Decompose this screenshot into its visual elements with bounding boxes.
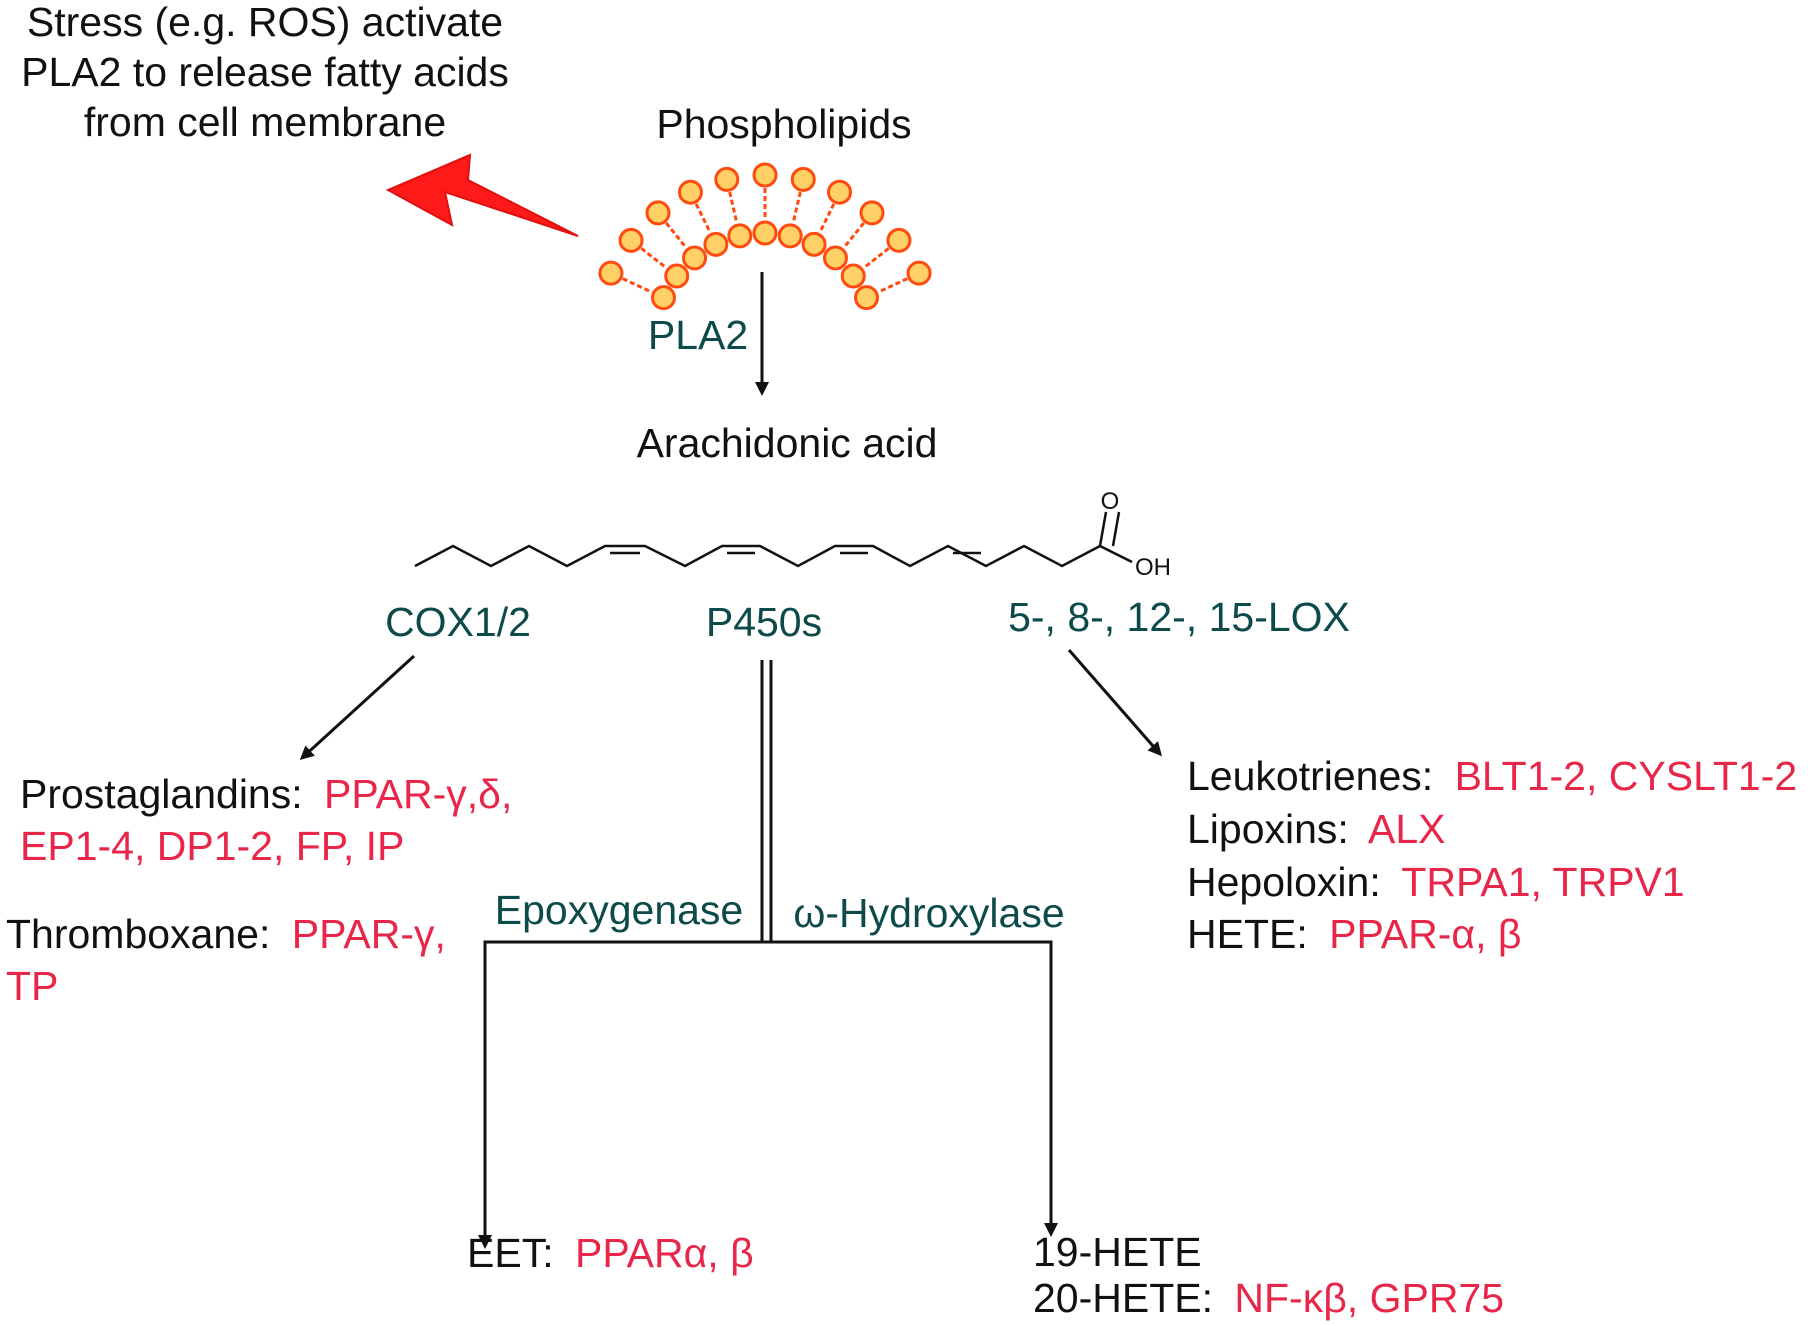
lipid-tail bbox=[877, 277, 908, 294]
hete-name: HETE: bbox=[1187, 911, 1308, 957]
lipid-head bbox=[703, 231, 729, 257]
lox-arrow bbox=[1067, 649, 1162, 757]
hete-19-label: 19-HETE bbox=[1033, 1229, 1202, 1275]
prostaglandins-receptors-2: EP1-4, DP1-2, FP, IP bbox=[20, 823, 404, 869]
enzyme-lox-label: 5-, 8-, 12-, 15-LOX bbox=[1008, 594, 1350, 640]
lipid-head bbox=[859, 200, 885, 226]
stress-note-line-2: PLA2 to release fatty acids bbox=[21, 49, 509, 95]
lipid-head bbox=[752, 162, 778, 188]
prostaglandins-receptors-1: PPAR-γ,δ, bbox=[324, 771, 512, 817]
lipid-head bbox=[618, 227, 644, 253]
lipid-head bbox=[714, 166, 740, 192]
prostaglandins-entry: Prostaglandins: PPAR-γ,δ, EP1-4, DP1-2, … bbox=[20, 771, 512, 869]
lipid-head bbox=[682, 245, 708, 271]
thromboxane-name: Thromboxane: bbox=[6, 911, 270, 957]
enzyme-p450-label: P450s bbox=[706, 599, 822, 645]
lipid-head bbox=[854, 285, 880, 311]
phospholipid-bilayer-icon bbox=[598, 162, 932, 311]
lipid-tail bbox=[818, 203, 836, 234]
prostaglandins-name: Prostaglandins: bbox=[20, 771, 303, 817]
lightning-bolt-icon bbox=[385, 153, 579, 237]
lipid-head bbox=[801, 231, 827, 257]
lipid-head bbox=[827, 179, 853, 205]
hydroxyl-label: OH bbox=[1135, 554, 1171, 581]
lipid-tail bbox=[862, 247, 890, 270]
lipid-tail bbox=[842, 222, 865, 249]
hydroxylase-label: ω-Hydroxylase bbox=[793, 890, 1064, 936]
lipid-head bbox=[777, 223, 803, 249]
lipoxins-receptors: ALX bbox=[1368, 806, 1446, 852]
svg-text:Prostaglandins: PPAR-γ,δ: Prostaglandins: PPAR-γ,δ, bbox=[20, 771, 512, 817]
pla2-label: PLA2 bbox=[648, 312, 748, 358]
lipid-head bbox=[598, 260, 624, 286]
eet-receptors: PPARα, β bbox=[575, 1230, 754, 1276]
lipid-head bbox=[664, 263, 690, 289]
lipid-head bbox=[886, 227, 912, 253]
eet-name: EET: bbox=[467, 1230, 554, 1276]
lipid-tail bbox=[728, 191, 739, 224]
thromboxane-receptors-1: PPAR-γ, bbox=[292, 911, 446, 957]
thromboxane-entry: Thromboxane: PPAR-γ, TP bbox=[6, 911, 446, 1009]
lipid-head bbox=[822, 245, 848, 271]
hete-receptors: PPAR-α, β bbox=[1329, 911, 1521, 957]
hepoloxin-name: Hepoloxin: bbox=[1187, 859, 1381, 905]
stress-note: Stress (e.g. ROS) activate PLA2 to relea… bbox=[21, 0, 509, 145]
arachidonic-acid-label: Arachidonic acid bbox=[637, 420, 938, 466]
lipid-tail bbox=[791, 191, 802, 224]
lipoxins-name: Lipoxins: bbox=[1187, 806, 1349, 852]
lipid-head bbox=[677, 179, 703, 205]
lox-product-row: Leukotrienes: BLT1-2, CYSLT1-2 bbox=[1187, 753, 1797, 799]
stress-note-line-3: from cell membrane bbox=[84, 99, 446, 145]
lipid-head bbox=[906, 260, 932, 286]
hete-20-name: 20-HETE: bbox=[1033, 1275, 1213, 1321]
hete-20-entry: 20-HETE: NF-κβ, GPR75 bbox=[1033, 1275, 1504, 1321]
lox-product-row: Hepoloxin: TRPA1, TRPV1 bbox=[1187, 859, 1685, 905]
enzyme-cox-label: COX1/2 bbox=[385, 599, 531, 645]
lox-products-list: Leukotrienes: BLT1-2, CYSLT1-2 Lipoxins:… bbox=[1187, 753, 1797, 957]
carbonyl-oxygen-label: O bbox=[1101, 488, 1120, 515]
cox-arrow bbox=[299, 654, 416, 761]
lox-product-row: Lipoxins: ALX bbox=[1187, 806, 1445, 852]
lipid-tail bbox=[640, 247, 668, 270]
lipid-tail bbox=[694, 203, 712, 234]
leukotrienes-name: Leukotrienes: bbox=[1187, 753, 1433, 799]
svg-text:Thromboxane: PPAR-γ,: Thromboxane: PPAR-γ, bbox=[6, 911, 446, 957]
lipid-head bbox=[650, 285, 676, 311]
hete-20-receptors: NF-κβ, GPR75 bbox=[1234, 1275, 1504, 1321]
eet-entry: EET: PPARα, β bbox=[467, 1230, 754, 1276]
lipid-tail bbox=[622, 277, 653, 294]
lipid-head bbox=[727, 223, 753, 249]
lipid-head bbox=[645, 200, 671, 226]
p450-branch-lines bbox=[483, 660, 1053, 1236]
lipid-head bbox=[840, 263, 866, 289]
lipid-tail bbox=[665, 222, 688, 249]
epoxygenase-label: Epoxygenase bbox=[495, 887, 743, 933]
phospholipids-label: Phospholipids bbox=[656, 101, 911, 147]
stress-note-line-1: Stress (e.g. ROS) activate bbox=[27, 0, 503, 45]
lipid-head bbox=[790, 166, 816, 192]
thromboxane-receptors-2: TP bbox=[6, 963, 58, 1009]
leukotrienes-receptors: BLT1-2, CYSLT1-2 bbox=[1455, 753, 1798, 799]
lox-product-row: HETE: PPAR-α, β bbox=[1187, 911, 1521, 957]
arachidonic-acid-structure: O OH bbox=[414, 488, 1171, 581]
lipid-head bbox=[752, 220, 778, 246]
hepoloxin-receptors: TRPA1, TRPV1 bbox=[1401, 859, 1684, 905]
